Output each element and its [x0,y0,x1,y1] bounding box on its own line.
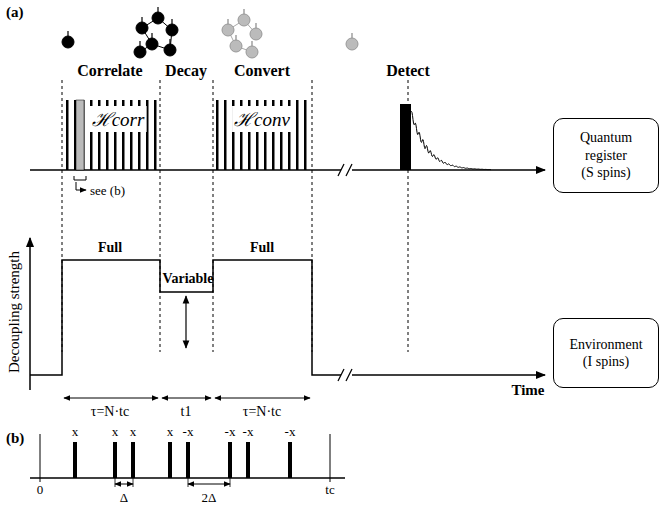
spin [246,46,258,58]
cycle-tick [330,434,331,482]
duration-label: τ=N·tc [91,404,129,420]
hamiltonian: ℋconv [232,106,292,132]
phase-title: Detect [386,62,430,80]
rf-pulse [216,100,219,170]
time-mark: 0 [37,482,44,498]
phase-title: Convert [234,62,290,80]
rf-pulse [66,100,69,170]
pi-pulse [131,442,135,478]
register-box: Environment(I spins) [553,318,659,388]
delay-label: 2Δ [202,490,217,506]
y-axis [29,238,31,390]
phase-title: Decay [165,62,207,80]
duration-arrow [215,398,310,399]
rf-pulse [146,100,149,170]
pi-pulse [186,442,190,478]
spin [238,14,250,26]
box-text: Quantum register [560,129,652,164]
time-axis [352,374,545,376]
pulse-phase: x [167,424,174,440]
pi-pulse [246,442,250,478]
pulse-phase: x [112,424,119,440]
phase-title: Correlate [77,62,142,80]
axis-title: Time [511,382,544,399]
delay-label: Δ [120,490,128,506]
note: see (b) [90,183,125,199]
box-text: (I spins) [560,353,652,371]
detect-pulse [400,104,411,170]
axis-title: Decoupling strength [6,251,23,373]
panel-label: (b) [6,430,24,447]
variable-arrow [185,296,186,348]
axis-break [338,369,344,381]
axis-break [338,164,344,176]
rf-pulse [224,100,227,170]
pulse-phase: x [72,424,79,440]
pi-pulse [228,442,232,478]
pulse-phase: -x [225,424,236,440]
spin [222,24,234,36]
spin [346,38,358,50]
pi-pulse [73,442,77,478]
spin [152,12,164,24]
axis-break [346,369,352,381]
level-label: Variable [163,271,214,287]
register-box: Quantum register(S spins) [553,118,659,193]
spin [230,40,242,52]
dim-tick [133,478,134,487]
spin [62,36,74,48]
duration-arrow [162,398,211,399]
spin [164,44,176,56]
decoupling-profile [30,260,341,375]
duration-label: τ=N·tc [243,404,281,420]
duration-arrow [64,398,158,399]
leader [76,182,86,190]
spin [136,22,148,34]
axis-break [346,164,352,176]
pi-pulse [113,442,117,478]
pi-pulse [288,442,292,478]
duration-label: t1 [181,404,192,420]
time-axis [352,169,545,171]
panel-label: (a) [6,4,24,21]
dim-tick [230,478,231,487]
fid-signal [411,112,491,170]
delta-arrow [188,484,230,485]
pi-pulse [168,442,172,478]
rf-pulse [296,100,299,170]
dim-tick [115,478,116,487]
phase-divider [160,80,161,352]
bracket [74,176,86,180]
pulse-phase: -x [285,424,296,440]
pulse-phase: x [130,424,137,440]
pulse-phase: -x [243,424,254,440]
spin [134,46,146,58]
dim-tick [188,478,189,487]
delta-arrow [115,484,133,485]
phase-divider [213,80,214,352]
hamiltonian: ℋcorr [90,106,147,132]
cycle-tick [40,434,41,482]
rf-pulse [304,100,307,170]
spin [250,28,262,40]
box-text: (S spins) [560,164,652,182]
rf-pulse [154,100,157,170]
box-text: Environment [560,336,652,354]
pulse-phase: -x [183,424,194,440]
spin [166,24,178,36]
time-mark: tc [325,482,334,498]
level-label: Full [250,240,274,256]
spin [146,38,158,50]
highlighted-cycle [76,100,84,170]
level-label: Full [98,240,122,256]
